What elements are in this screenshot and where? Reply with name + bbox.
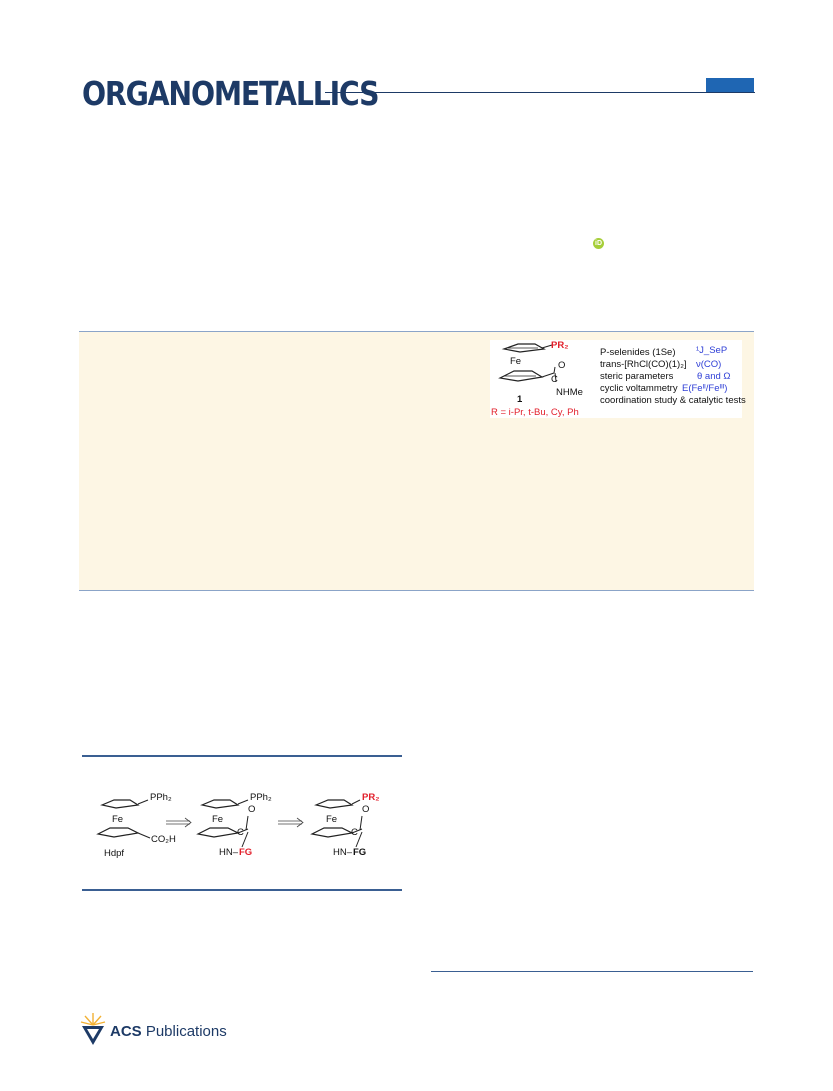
toc-o-label: O: [558, 360, 566, 371]
toc-c-label: C: [551, 374, 558, 385]
toc-compound-number: 1: [517, 394, 523, 405]
ferrocene-structure: [498, 343, 557, 382]
orcid-icon[interactable]: iD: [593, 238, 604, 249]
header-accent-block: [706, 78, 754, 92]
toc-property-value: ν(CO): [696, 359, 722, 370]
scheme-end-substituent: PR₂: [362, 792, 380, 803]
toc-property-value: θ and Ω: [697, 371, 731, 382]
scheme-mid-c: C: [237, 827, 244, 838]
scheme-end-fe: Fe: [326, 814, 338, 825]
scheme-structures: [96, 799, 363, 848]
toc-property-label: P-selenides (1Se): [600, 347, 676, 358]
scheme-start-fe: Fe: [112, 814, 124, 825]
toc-property-label: trans-[RhCl(CO)(1)₂]: [600, 359, 687, 370]
toc-property-value: ¹J_SeP: [696, 345, 728, 356]
footnote-rule: [431, 971, 753, 972]
toc-pr2-label: PR₂: [551, 340, 569, 351]
acs-logo-icon: [80, 1013, 106, 1045]
toc-property-label: cyclic voltammetry: [600, 383, 678, 394]
scheme-end-fg: FG: [353, 847, 367, 858]
scheme-mid-substituent: PPh₂: [250, 792, 272, 803]
toc-property-value: E(Feᴵᴵ/Feᴵᴵᴵ): [682, 383, 728, 394]
toc-r-definition: R = i-Pr, t-Bu, Cy, Ph: [491, 407, 579, 418]
scheme-top-rule: [82, 755, 402, 757]
scheme-start-acid: CO₂H: [151, 834, 176, 845]
scheme-mid-fe: Fe: [212, 814, 224, 825]
scheme-mid-fg: FG: [239, 847, 253, 858]
synthesis-scheme: PPh₂ Fe CO₂H Hdpf PPh₂ Fe O C HN– FG PR₂…: [82, 790, 402, 865]
scheme-bottom-rule: [82, 889, 402, 891]
scheme-mid-amide: HN–: [219, 847, 239, 858]
header-rule: [325, 92, 755, 93]
scheme-start-name: Hdpf: [104, 848, 125, 859]
scheme-start-substituent: PPh₂: [150, 792, 172, 803]
journal-title: ORGANOMETALLICS: [82, 74, 380, 113]
acs-publications-wordmark: ACS Publications: [110, 1023, 227, 1040]
toc-amide-label: NHMe: [556, 387, 583, 398]
acs-wordmark-bold: ACS: [110, 1023, 142, 1040]
scheme-end-c: C: [351, 827, 358, 838]
toc-property-label: steric parameters: [600, 371, 674, 382]
toc-fe-label: Fe: [510, 356, 522, 367]
toc-graphic: PR₂ Fe O C NHMe 1 R = i-Pr, t-Bu, Cy, Ph…: [490, 340, 746, 418]
scheme-end-o: O: [362, 804, 370, 815]
acs-wordmark-rest: Publications: [141, 1023, 227, 1040]
toc-property-label: coordination study & catalytic tests: [600, 395, 746, 406]
scheme-mid-o: O: [248, 804, 256, 815]
scheme-end-amide: HN–: [333, 847, 353, 858]
